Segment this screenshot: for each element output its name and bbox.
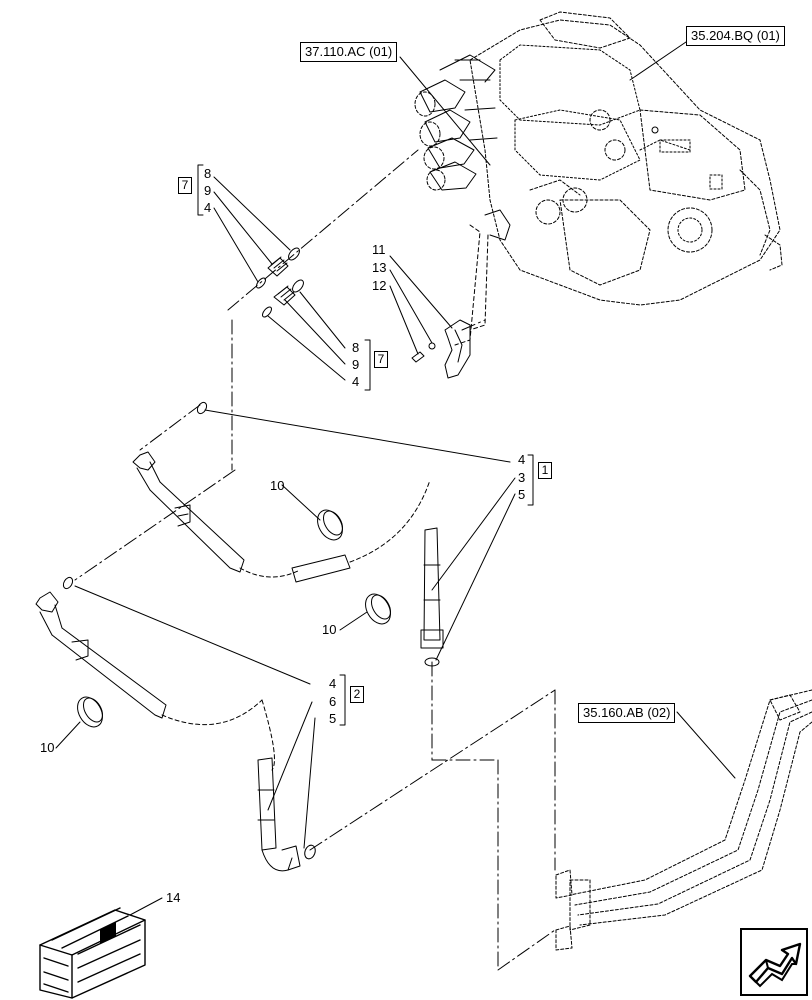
reference-label-35-160[interactable]: 35.160.AB (02) — [578, 703, 676, 723]
control-valve-assembly — [414, 11, 783, 346]
kit-number-hose2: 2 — [350, 686, 364, 703]
callout-11: 11 — [372, 242, 386, 257]
steering-cylinder-lines — [555, 689, 812, 951]
callout-4-hose1: 4 — [518, 452, 526, 467]
hydraulic-hose-2 — [35, 576, 316, 872]
callout-10-b: 10 — [322, 622, 337, 637]
adapter-fitting-upper — [256, 247, 300, 289]
hose-clamp-b — [365, 593, 391, 625]
callout-5-hose2: 5 — [329, 711, 337, 726]
callout-9-mid: 9 — [352, 357, 360, 372]
hose-clamp-c — [77, 696, 103, 728]
callout-4-hose2: 4 — [329, 676, 337, 691]
callout-4-mid: 4 — [352, 374, 360, 389]
kit-number-mid: 7 — [374, 351, 388, 368]
callout-13: 13 — [372, 260, 387, 275]
callout-12: 12 — [372, 278, 387, 293]
reference-label-37-110[interactable]: 37.110.AC (01) — [300, 42, 398, 62]
callout-8-mid: 8 — [352, 340, 360, 355]
hose-bracket — [411, 319, 471, 379]
kit-number-hose1: 1 — [538, 462, 552, 479]
shipping-crate-icon — [39, 907, 146, 999]
callout-3-hose1: 3 — [518, 470, 526, 485]
adapter-fitting-lower — [262, 279, 304, 318]
callout-10-c: 10 — [40, 740, 55, 755]
kit-number-top: 7 — [178, 177, 192, 194]
callout-10-a: 10 — [270, 478, 285, 493]
reference-label-35-204[interactable]: 35.204.BQ (01) — [686, 26, 785, 46]
callout-5-hose1: 5 — [518, 487, 526, 502]
next-page-arrow-icon[interactable] — [740, 928, 808, 996]
hydraulic-hose-1 — [132, 401, 444, 667]
callout-6-hose2: 6 — [329, 694, 337, 709]
callout-8-top: 8 — [204, 166, 212, 181]
callout-14: 14 — [166, 890, 181, 905]
hose-clamp-a — [317, 509, 343, 541]
callout-9-top: 9 — [204, 183, 212, 198]
callout-4-top: 4 — [204, 200, 212, 215]
